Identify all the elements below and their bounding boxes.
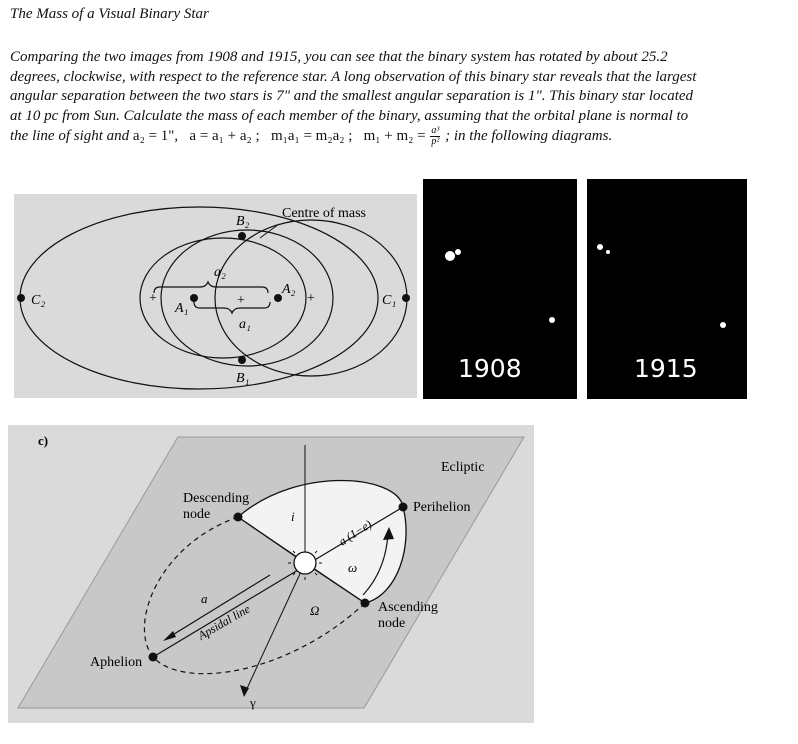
- label-descending: Descending: [183, 491, 249, 506]
- star-a-1915: [597, 244, 603, 250]
- label-perihelion: Perihelion: [413, 500, 471, 515]
- para-line-3: angular separation between the two stars…: [10, 88, 694, 104]
- label-ascending-node: node: [378, 616, 405, 631]
- label-a1-point: A₁: [174, 301, 188, 316]
- label-c1: C₁: [382, 293, 396, 308]
- label-b2: B₂: [236, 214, 250, 229]
- point-b2: [238, 232, 246, 240]
- problem-paragraph: Comparing the two images from 1908 and 1…: [10, 48, 790, 147]
- omega-arrowhead: [383, 527, 394, 540]
- gamma-direction-line: [243, 562, 306, 696]
- photo-1908: 1908: [423, 179, 577, 399]
- orbit-3d-diagram: c) Ecliptic Descending node Perihelion A…: [8, 425, 534, 723]
- semi-major-axis-arrowhead: [163, 631, 176, 641]
- panel-label: c): [38, 433, 48, 448]
- reference-star-1908: [549, 317, 555, 323]
- equation-a-sum: a = a₁ + a₂ ;: [189, 127, 260, 144]
- point-c1: [402, 294, 410, 302]
- point-ascending-node: [360, 598, 370, 608]
- label-inclination: i: [291, 509, 295, 524]
- brace-a2: [153, 280, 269, 294]
- label-node-longitude: Ω: [310, 603, 319, 618]
- brace-a1: [193, 301, 271, 315]
- label-b1: B₁: [236, 371, 249, 386]
- equation-mass-balance: m₁a₁ = m₂a₂ ;: [270, 127, 353, 144]
- label-vernal-equinox: γ: [249, 695, 256, 710]
- centre-of-mass-leader: [259, 223, 280, 239]
- star-a-1908: [445, 251, 455, 261]
- fraction-denominator: p²: [431, 136, 440, 147]
- year-label-1915: 1915: [634, 354, 698, 383]
- equation-a2: a₂ = 1",: [132, 127, 179, 144]
- label-ascending: Ascending: [378, 600, 438, 615]
- photo-1915: 1915: [587, 179, 747, 399]
- label-a1-distance: a₁: [239, 317, 251, 332]
- para-line-5: the line of sight and a₂ = 1", a = a₁ + …: [10, 126, 790, 147]
- star-b-1915: [606, 250, 610, 254]
- photo-1915-background: [587, 179, 747, 399]
- photo-1908-background: [423, 179, 577, 399]
- semi-major-axis-arrow: [165, 574, 271, 640]
- gamma-arrowhead: [240, 685, 249, 697]
- label-descending-node: node: [183, 507, 210, 522]
- plus-marker-centre: +: [237, 293, 245, 308]
- point-a2: [274, 294, 282, 302]
- label-a2-distance: a₂: [214, 265, 226, 280]
- point-b1: [238, 356, 246, 364]
- point-perihelion: [398, 502, 408, 512]
- year-label-1908: 1908: [458, 354, 522, 383]
- page-title: The Mass of a Visual Binary Star: [10, 6, 209, 22]
- plus-marker-right: +: [307, 291, 315, 306]
- label-semi-major-axis: a: [201, 591, 208, 606]
- equation-kepler: m₁ + m₂ =: [363, 127, 426, 144]
- omega-arc: [362, 532, 389, 596]
- point-c2: [17, 294, 25, 302]
- point-aphelion: [148, 652, 158, 662]
- label-ecliptic: Ecliptic: [441, 460, 485, 475]
- para-line-4: at 10 pc from Sun. Calculate the mass of…: [10, 107, 689, 124]
- apsidal-line: [152, 506, 404, 658]
- para-line-5-end: ; in the following diagrams.: [445, 127, 613, 144]
- point-descending-node: [233, 512, 243, 522]
- reference-star-1915: [720, 322, 726, 328]
- fraction-numerator: a³: [430, 125, 441, 137]
- orbit-ellipse-inner: [160, 229, 334, 367]
- para-line-1: Comparing the two images from 1908 and 1…: [10, 49, 668, 65]
- binary-orbit-diagram: + + + Centre of mass B₂ B₁ A₁ A₂ C₁ C₂ a…: [14, 194, 417, 398]
- label-centre-of-mass: Centre of mass: [282, 206, 366, 221]
- label-c2: C₂: [31, 293, 45, 308]
- sun-icon: [288, 546, 322, 580]
- label-a2-point: A₂: [281, 282, 296, 297]
- kepler-fraction: a³ p²: [430, 125, 441, 147]
- label-omega: ω: [348, 560, 357, 575]
- star-b-1908: [455, 249, 461, 255]
- para-line-2: degrees, clockwise, with respect to the …: [10, 68, 697, 85]
- plus-marker-left: +: [149, 291, 157, 306]
- orbit-ellipse-middle: [139, 237, 307, 359]
- para-line-5-start: the line of sight and: [10, 127, 133, 144]
- point-a1: [190, 294, 198, 302]
- label-aphelion: Aphelion: [90, 655, 142, 670]
